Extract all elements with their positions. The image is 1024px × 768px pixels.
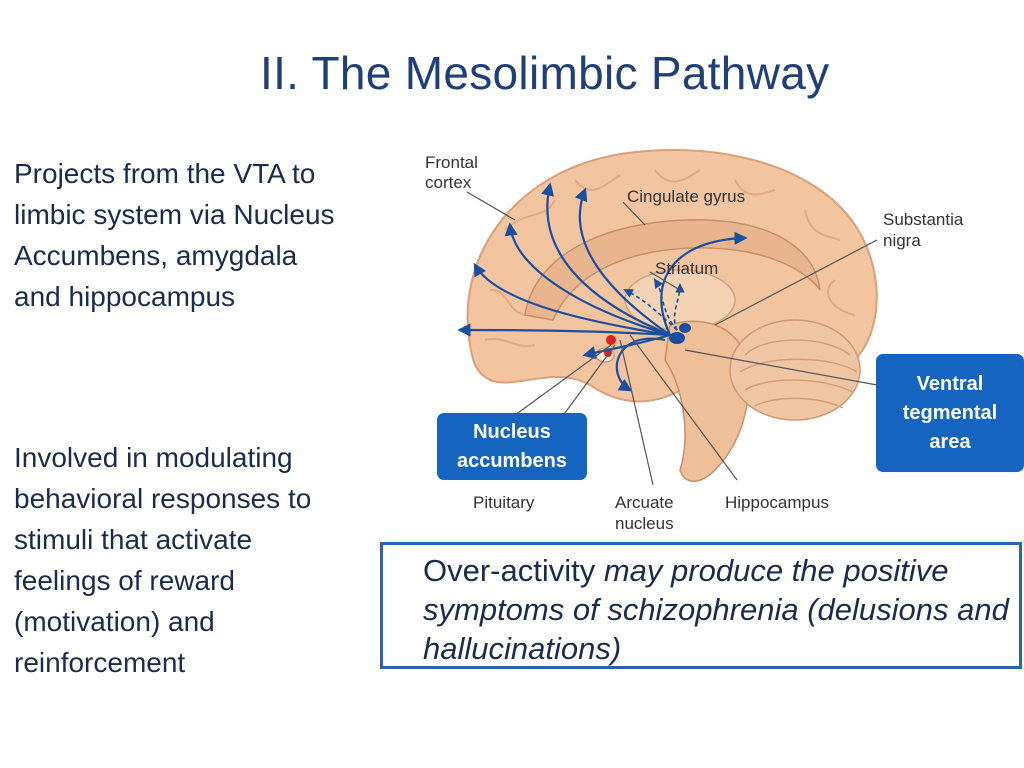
vta-marker — [669, 332, 685, 344]
callout-italic-text: may produce the positive symptoms of sch… — [423, 553, 1009, 666]
label-striatum: Striatum — [655, 259, 718, 278]
brain-diagram: Frontal cortex Cingulate gyrus Substanti… — [415, 140, 1015, 540]
label-frontal-cortex-line1: Frontal — [425, 153, 478, 172]
label-arcuate-nucleus-line1: Arcuate — [615, 493, 674, 512]
callout-lead-text: Over-activity — [423, 553, 604, 588]
brain-sagittal-illustration: Frontal cortex Cingulate gyrus Substanti… — [425, 149, 964, 533]
pathway-description-text: Projects from the VTA to limbic system v… — [14, 158, 335, 312]
dopamine-pathway-arrows — [457, 182, 748, 392]
ventral-tegmental-area-badge: Ventral tegmental area — [876, 354, 1024, 472]
nigrostriatal-dashed-arrows — [623, 278, 685, 331]
label-arcuate-nucleus-line2: nucleus — [615, 514, 674, 533]
schizophrenia-callout-box: Over-activity may produce the positive s… — [380, 542, 1022, 669]
label-substantia-nigra-line2: nigra — [883, 231, 921, 250]
slide-title: II. The Mesolimbic Pathway — [260, 47, 830, 99]
label-pituitary: Pituitary — [473, 493, 535, 512]
brainstem-shape — [664, 320, 750, 482]
corpus-callosum-shape — [524, 219, 821, 321]
nucleus-accumbens-badge: Nucleus accumbens — [437, 413, 587, 480]
label-hippocampus: Hippocampus — [725, 493, 829, 512]
label-cingulate-gyrus: Cingulate gyrus — [627, 187, 745, 206]
label-substantia-nigra-line1: Substantia — [883, 210, 964, 229]
label-frontal-cortex-line2: cortex — [425, 173, 472, 192]
substantia-nigra-marker — [679, 323, 691, 333]
function-description-text: Involved in modulating behavioral respon… — [14, 442, 312, 678]
nucleus-accumbens-marker — [606, 335, 616, 345]
